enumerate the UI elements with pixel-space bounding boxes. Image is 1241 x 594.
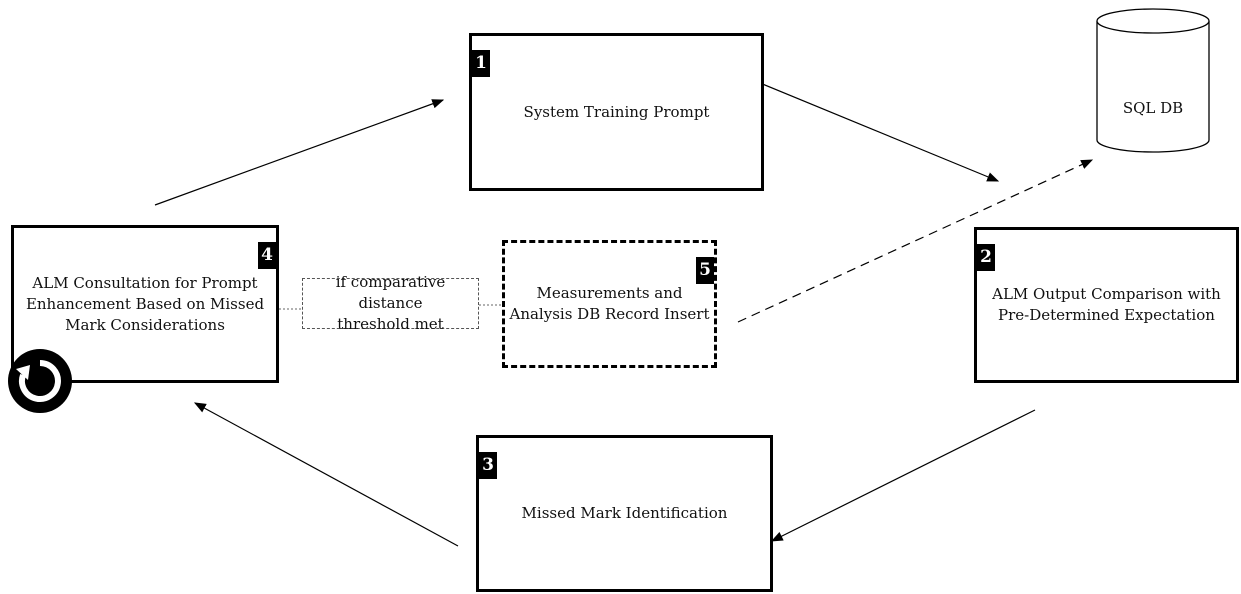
arrow-1-to-2 [759,82,1000,182]
step-2-number: 2 [977,244,995,271]
step-4-label: ALM Consultation for Prompt Enhancement … [25,273,265,334]
step-3-box: 3 Missed Mark Identification [476,435,773,592]
step-5-box: 5 Measurements and Analysis DB Record In… [502,240,717,368]
database-cylinder [1096,8,1210,153]
database-label: SQL DB [1122,99,1184,117]
condition-box: if comparative distance threshold met [302,273,479,333]
arrow-5-to-db [737,159,1094,323]
condition-label: if comparative distance threshold met [335,273,446,333]
step-4-number: 4 [258,242,276,269]
step-1-number: 1 [472,50,490,77]
arrow-2-to-3 [770,409,1036,542]
step-2-label: ALM Output Comparison with Pre-Determine… [992,285,1221,324]
step-3-label: Missed Mark Identification [521,504,728,522]
refresh-icon [8,349,72,413]
step-1-label: System Training Prompt [523,102,710,121]
arrow-4-to-1 [154,99,445,206]
step-5-label: Measurements and Analysis DB Record Inse… [509,284,710,323]
arrow-3-to-4 [193,402,459,547]
step-1-box: 1 System Training Prompt [469,33,764,191]
step-2-box: 2 ALM Output Comparison with Pre-Determi… [974,227,1239,383]
step-3-number: 3 [479,452,497,479]
step-5-number: 5 [696,257,714,284]
